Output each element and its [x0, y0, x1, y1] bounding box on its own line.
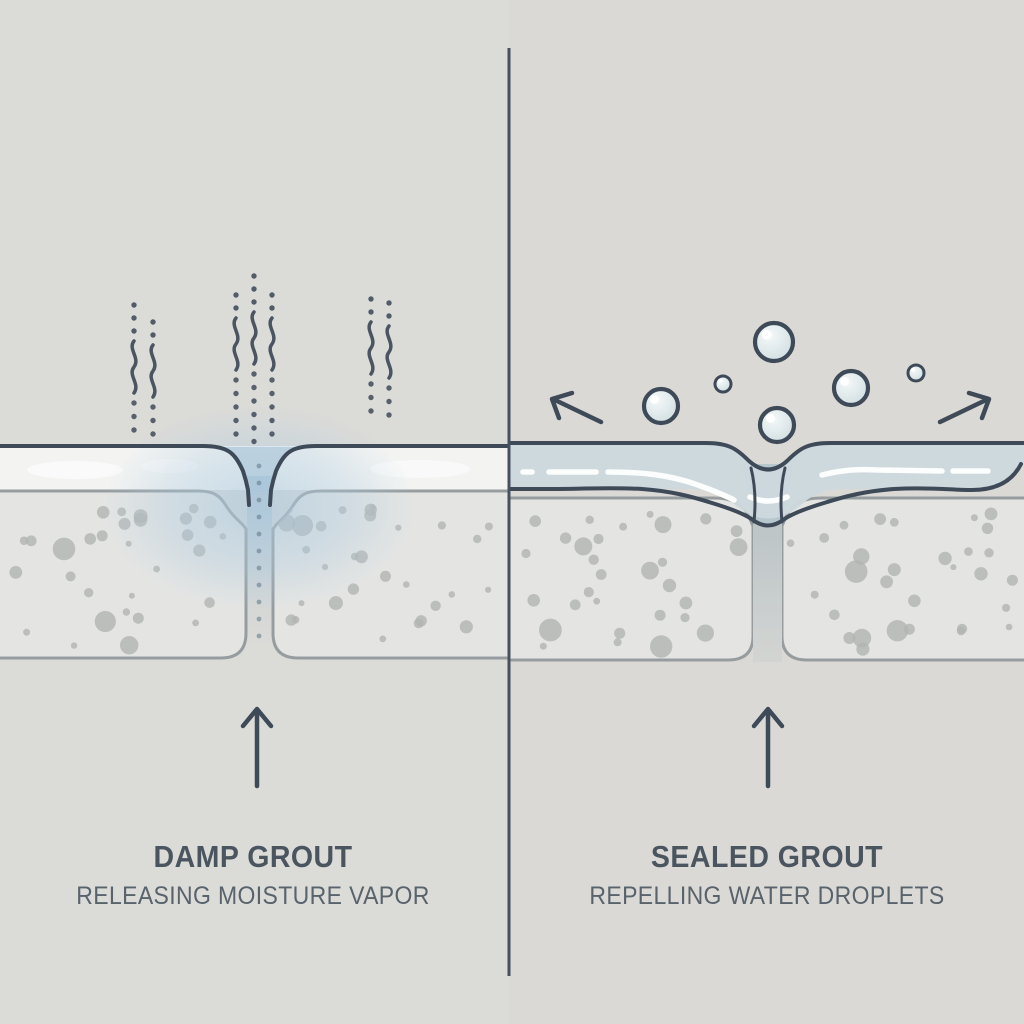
sealant-sheen [520, 466, 991, 504]
right-panel-title: SEALED GROUT [650, 839, 884, 874]
moisture-glow [101, 406, 417, 610]
glaze-outline [268, 444, 511, 507]
joint-funnel-outline [779, 466, 787, 524]
right-panel-caption: SEALED GROUT REPELLING WATER DROPLETS [574, 839, 960, 911]
tile-speckles [521, 510, 748, 658]
right-panel-illustration [509, 0, 1024, 1024]
glaze-outline [0, 444, 251, 507]
tile-speckles [786, 507, 1018, 656]
vapor-squiggle-icon [130, 273, 393, 445]
deflect-arrow-right-icon [937, 390, 992, 425]
left-panel-illustration [0, 273, 511, 789]
left-panel-caption: DAMP GROUT RELEASING MOISTURE VAPOR [60, 839, 446, 911]
vapor-dots-icon [256, 463, 262, 639]
sealant-bottom-outline [509, 462, 1023, 528]
water-droplet-icon [641, 320, 926, 445]
left-panel-subtitle: RELEASING MOISTURE VAPOR [76, 882, 430, 910]
right-panel-subtitle: REPELLING WATER DROPLETS [589, 882, 945, 910]
glaze-sheen [27, 461, 123, 479]
left-panel-title: DAMP GROUT [153, 839, 353, 874]
sealant-layer [509, 443, 1024, 519]
joint-funnel-outline [749, 466, 757, 524]
up-arrow-icon [751, 706, 785, 789]
up-arrow-icon [240, 706, 274, 789]
deflect-arrow-left-icon [549, 390, 604, 425]
sealant-top-outline [509, 441, 1024, 472]
